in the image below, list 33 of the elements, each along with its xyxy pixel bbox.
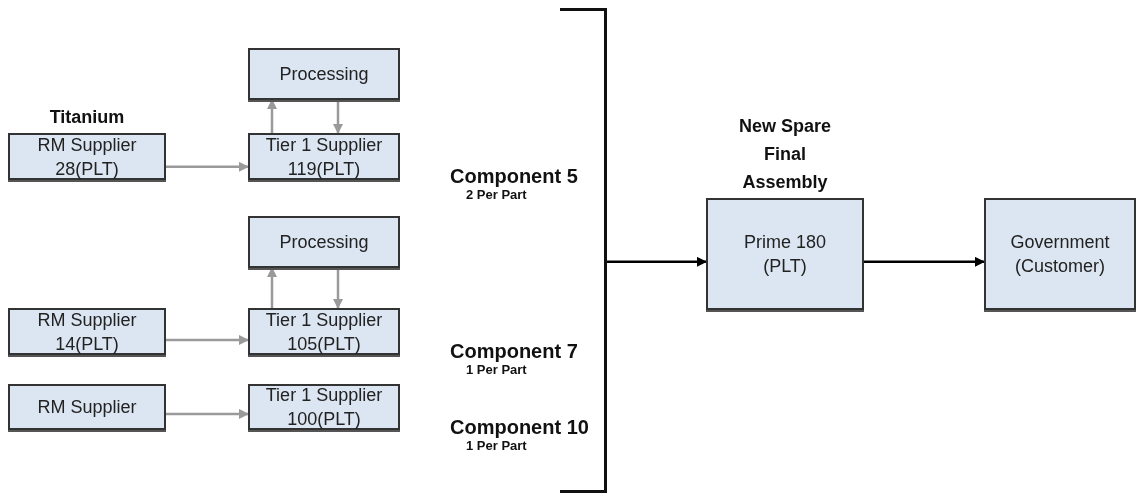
process-box <box>248 48 400 100</box>
arrow <box>607 256 707 267</box>
quantity-note: 1 Per Part <box>466 362 528 377</box>
arrow <box>166 161 249 172</box>
quantity-note: 2 Per Part <box>466 187 528 202</box>
component-label: Component 5 <box>450 165 578 187</box>
box-label: Prime 180 (PLT) <box>742 231 827 278</box>
box-heading: Titanium <box>48 106 126 129</box>
box-heading: New Spare Final Assembly <box>737 115 832 194</box>
bracket <box>560 8 607 493</box>
arrow <box>267 99 277 133</box>
quantity-note: 1 Per Part <box>466 438 528 453</box>
box-label: Tier 1 Supplier 119(PLT) <box>264 133 384 181</box>
process-box <box>984 198 1136 310</box>
arrow <box>333 100 343 134</box>
process-box <box>248 216 400 268</box>
arrow <box>267 267 277 308</box>
process-box <box>8 308 166 355</box>
box-label: Processing <box>278 231 370 254</box>
process-box <box>8 384 166 430</box>
box-label: Tier 1 Supplier 105(PLT) <box>264 308 384 356</box>
arrow <box>166 334 249 345</box>
component-label: Component 10 <box>450 416 589 438</box>
arrow <box>166 408 249 419</box>
box-label: RM Supplier <box>36 396 138 419</box>
component-label: Component 7 <box>450 340 578 362</box>
box-label: Tier 1 Supplier 100(PLT) <box>264 384 384 431</box>
box-label: Government (Customer) <box>1009 231 1111 278</box>
box-label: RM Supplier 28(PLT) <box>36 133 138 181</box>
arrow <box>333 268 343 309</box>
box-label: Processing <box>278 63 370 86</box>
box-label: RM Supplier 14(PLT) <box>36 308 138 356</box>
arrow <box>864 256 985 267</box>
